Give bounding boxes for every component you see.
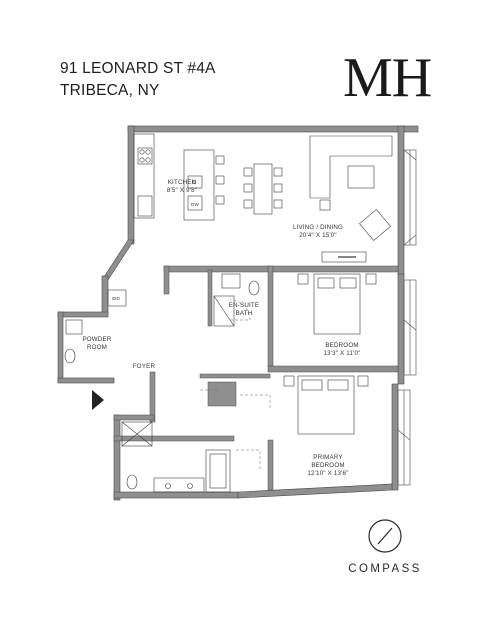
ensuite-bath-label-2: BATH (236, 310, 253, 317)
primary-bedroom-dims: 12'10" X 13'6" (307, 470, 348, 477)
living-furniture (243, 135, 393, 263)
ensuite-bath-label: EN-SUITE (229, 302, 259, 309)
powder-room-label: POWDER (82, 336, 111, 343)
neighborhood-line: TRIBECA, NY (60, 82, 160, 99)
brand-name: COMPASS (348, 563, 422, 575)
interior-walls (113, 265, 399, 491)
door-swings (200, 299, 271, 470)
entry-arrow-icon (92, 390, 104, 410)
bedroom-label: BEDROOM (325, 342, 358, 349)
bedroom-dims: 13'3" X 11'0" (323, 350, 360, 357)
bath-fixtures (64, 273, 260, 493)
address-line: 91 LEONARD ST #4A (60, 60, 216, 77)
powder-room-label-2: ROOM (87, 344, 107, 351)
bedroom-furniture (283, 273, 377, 435)
wd-label: WD (112, 296, 120, 301)
primary-bedroom-label: PRIMARY (313, 454, 342, 461)
dw-label: DW (191, 202, 199, 207)
kitchen-fixtures (133, 133, 225, 221)
listing-title: 91 LEONARD ST #4A TRIBECA, NY (60, 58, 216, 102)
living-dining-label: LIVING / DINING (293, 224, 343, 231)
living-dining-dims: 20'4" X 15'0" (299, 232, 337, 239)
foyer-label: FOYER (133, 363, 156, 370)
primary-bedroom-label-2: BEDROOM (311, 462, 344, 469)
wd-closet (107, 289, 127, 307)
compass-logo-icon (368, 519, 402, 553)
kitchen-label: KITCHEN (168, 179, 197, 186)
kitchen-dims: 8'5" X 9'8" (167, 187, 197, 194)
mh-logo: MH (343, 47, 432, 109)
windows (397, 149, 417, 486)
